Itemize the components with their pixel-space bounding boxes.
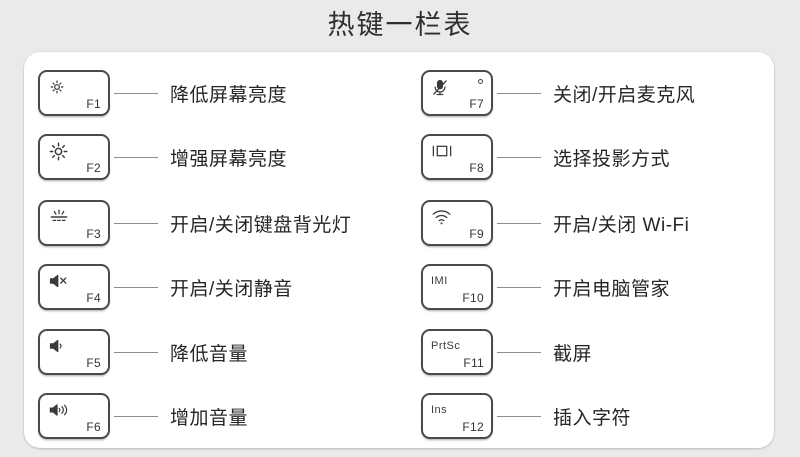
key-fn-label: F11 <box>463 356 484 370</box>
hotkey-panel: F1 降低屏幕亮度 F2 增强屏幕亮度 <box>24 52 774 448</box>
key-f12[interactable]: Ins F12 <box>421 393 493 439</box>
insert-icon: Ins <box>431 404 448 416</box>
hotkey-label: 关闭/开启麦克风 <box>553 84 696 106</box>
key-fn-label: F12 <box>462 420 484 434</box>
connector-line <box>497 92 541 94</box>
key-fn-label: F5 <box>86 356 101 370</box>
key-f6[interactable]: F6 <box>38 393 110 439</box>
key-f11[interactable]: PrtSc F11 <box>421 329 493 375</box>
brightness-low-icon <box>48 77 70 97</box>
connector-line <box>497 351 541 353</box>
hotkey-label: 增强屏幕亮度 <box>170 148 288 170</box>
key-fn-label: F1 <box>86 97 101 111</box>
hotkey-row-f9[interactable]: F9 开启/关闭 Wi-Fi <box>421 199 781 247</box>
connector-line <box>497 286 541 288</box>
pc-manager-icon: IMI <box>431 275 448 287</box>
right-column: F7 关闭/开启麦克风 F8 选择投影方式 <box>407 52 782 448</box>
hotkey-row-f4[interactable]: F4 开启/关闭静音 <box>38 263 398 311</box>
key-f2[interactable]: F2 <box>38 134 110 180</box>
hotkey-label: 选择投影方式 <box>553 148 671 170</box>
volume-up-icon <box>48 400 70 420</box>
key-f3[interactable]: F3 <box>38 200 110 246</box>
key-fn-label: F2 <box>86 161 101 175</box>
keyboard-backlight-icon <box>48 207 70 227</box>
hotkey-row-f6[interactable]: F6 增加音量 <box>38 392 398 440</box>
hotkey-row-f12[interactable]: Ins F12 插入字符 <box>421 392 781 440</box>
hotkey-row-f5[interactable]: F5 降低音量 <box>38 328 398 376</box>
hotkey-label: 增加音量 <box>170 407 249 429</box>
hotkey-row-f7[interactable]: F7 关闭/开启麦克风 <box>421 69 781 117</box>
key-f4[interactable]: F4 <box>38 264 110 310</box>
hotkey-row-f8[interactable]: F8 选择投影方式 <box>421 133 781 181</box>
key-f10[interactable]: IMI F10 <box>421 264 493 310</box>
brightness-high-icon <box>48 141 70 161</box>
hotkey-label: 降低屏幕亮度 <box>170 84 288 106</box>
volume-down-icon <box>48 336 70 356</box>
connector-line <box>114 92 158 94</box>
wifi-icon <box>431 207 453 227</box>
hotkey-row-f2[interactable]: F2 增强屏幕亮度 <box>38 133 398 181</box>
key-fn-label: F4 <box>86 291 101 305</box>
key-fn-label: F7 <box>469 97 484 111</box>
key-fn-label: F8 <box>469 161 484 175</box>
connector-line <box>497 156 541 158</box>
left-column: F1 降低屏幕亮度 F2 增强屏幕亮度 <box>24 52 399 448</box>
key-f1[interactable]: F1 <box>38 70 110 116</box>
key-f7[interactable]: F7 <box>421 70 493 116</box>
key-fn-label: F9 <box>469 227 484 241</box>
hotkey-row-f10[interactable]: IMI F10 开启电脑管家 <box>421 263 781 311</box>
hotkey-label: 截屏 <box>553 343 593 365</box>
key-f9[interactable]: F9 <box>421 200 493 246</box>
projection-icon <box>431 141 453 161</box>
hotkey-label: 开启/关闭 Wi-Fi <box>553 214 690 236</box>
connector-line <box>114 222 158 224</box>
connector-line <box>114 156 158 158</box>
speaker-mute-icon <box>48 271 70 291</box>
hotkey-row-f11[interactable]: PrtSc F11 截屏 <box>421 328 781 376</box>
microphone-led-indicator <box>478 79 483 84</box>
key-f5[interactable]: F5 <box>38 329 110 375</box>
hotkey-label: 插入字符 <box>553 407 632 429</box>
connector-line <box>114 286 158 288</box>
print-screen-icon: PrtSc <box>431 340 461 352</box>
key-f8[interactable]: F8 <box>421 134 493 180</box>
connector-line <box>497 222 541 224</box>
page-title: 热键一栏表 <box>327 10 473 40</box>
hotkey-label: 降低音量 <box>170 343 249 365</box>
hotkey-label: 开启电脑管家 <box>553 278 671 300</box>
key-fn-label: F3 <box>86 227 101 241</box>
microphone-mute-icon <box>431 77 453 97</box>
hotkey-row-f3[interactable]: F3 开启/关闭键盘背光灯 <box>38 199 398 247</box>
key-fn-label: F10 <box>462 291 484 305</box>
hotkey-row-f1[interactable]: F1 降低屏幕亮度 <box>38 69 398 117</box>
hotkey-label: 开启/关闭键盘背光灯 <box>170 214 352 236</box>
key-fn-label: F6 <box>86 420 101 434</box>
connector-line <box>114 351 158 353</box>
connector-line <box>114 415 158 417</box>
hotkey-label: 开启/关闭静音 <box>170 278 293 300</box>
connector-line <box>497 415 541 417</box>
